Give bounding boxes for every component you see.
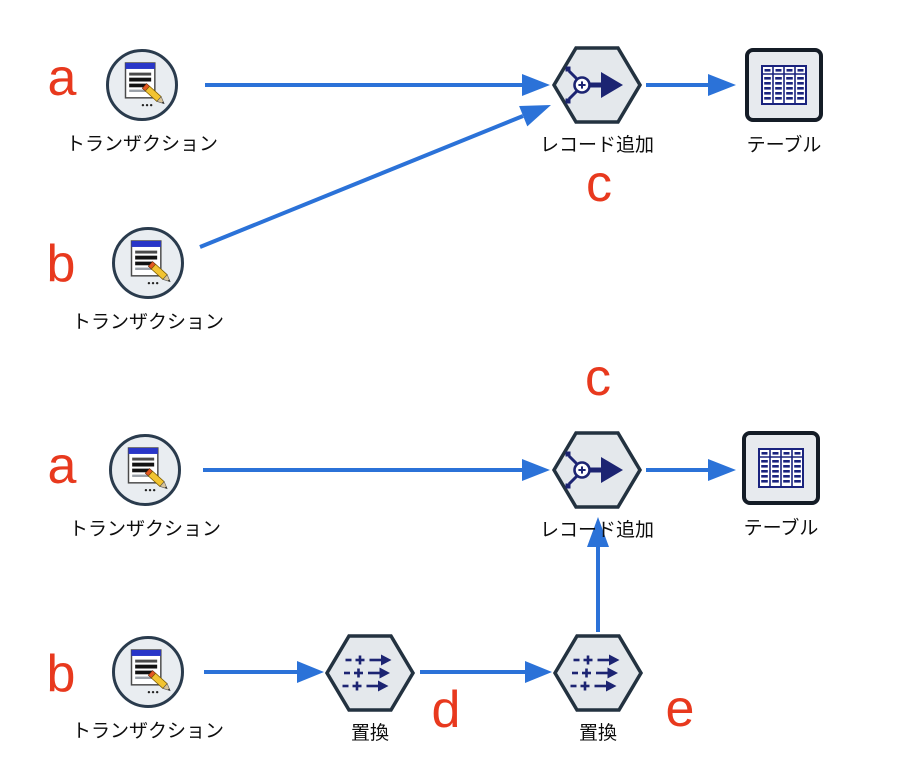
annotation-letter-top-c: c — [586, 155, 612, 213]
annotation-letter-bottom-a: a — [47, 437, 77, 495]
append-node-shape[interactable] — [551, 428, 643, 512]
connector-top-append-to-table — [646, 74, 736, 96]
node-label: トランザクション — [71, 721, 224, 742]
append-records-icon — [565, 451, 623, 489]
node-label: トランザクション — [71, 312, 224, 333]
annotation-letter-bottom-c: c — [585, 349, 611, 407]
node-top-source-a[interactable]: トランザクション — [57, 49, 227, 156]
pencil-icon — [141, 83, 165, 105]
pencil-icon — [147, 670, 171, 692]
connector-bottom-b-to-filler-d — [204, 661, 324, 683]
annotation-letter-top-a: a — [47, 49, 77, 107]
connector-top-b-to-append — [199, 105, 551, 249]
table-node-shape[interactable] — [745, 48, 823, 122]
connector-bottom-a-to-append — [203, 459, 550, 481]
pencil-icon — [144, 468, 168, 490]
node-bottom-source-b[interactable]: トランザクション — [63, 636, 233, 743]
connector-bottom-append-to-table — [646, 459, 736, 481]
node-label: 置換 — [350, 723, 389, 744]
source-node-shape[interactable] — [106, 49, 178, 121]
node-top-append[interactable]: レコード追加 — [517, 43, 677, 157]
document-edit-icon — [124, 62, 165, 107]
document-edit-icon — [130, 649, 171, 694]
connector-bottom-filler-e-to-append — [587, 517, 609, 632]
node-label: テーブル — [746, 135, 822, 156]
source-node-shape[interactable] — [109, 434, 181, 506]
node-top-source-b[interactable]: トランザクション — [63, 227, 233, 334]
table-grid-icon — [761, 65, 807, 105]
table-grid-icon — [758, 448, 804, 488]
document-edit-icon — [130, 240, 171, 285]
node-bottom-table[interactable]: テーブル — [711, 431, 851, 540]
node-label: トランザクション — [68, 519, 221, 540]
connector-top-a-to-append — [205, 74, 550, 96]
node-label: 置換 — [578, 723, 617, 744]
annotation-letter-top-b: b — [46, 235, 76, 293]
node-bottom-filler-e[interactable]: 置換 — [552, 631, 644, 745]
replace-values-icon — [570, 654, 620, 692]
annotation-letter-d: d — [431, 681, 461, 739]
node-bottom-append[interactable]: レコード追加 — [517, 428, 677, 542]
connector-bottom-filler-d-to-filler-e — [420, 661, 552, 683]
node-label: レコード追加 — [539, 520, 654, 541]
filler-node-shape[interactable] — [324, 631, 416, 715]
append-node-shape[interactable] — [551, 43, 643, 127]
node-label: トランザクション — [65, 134, 218, 155]
append-records-icon — [565, 66, 623, 104]
document-edit-icon — [127, 447, 168, 492]
table-node-shape[interactable] — [742, 431, 820, 505]
replace-values-icon — [342, 654, 392, 692]
node-top-table[interactable]: テーブル — [714, 48, 854, 157]
node-label: レコード追加 — [539, 135, 654, 156]
annotation-letter-e: e — [665, 680, 695, 738]
pencil-icon — [147, 261, 171, 283]
node-bottom-filler-d[interactable]: 置換 — [324, 631, 416, 745]
filler-node-shape[interactable] — [552, 631, 644, 715]
annotation-letter-bottom-b: b — [46, 645, 76, 703]
source-node-shape[interactable] — [112, 227, 184, 299]
node-bottom-source-a[interactable]: トランザクション — [60, 434, 230, 541]
node-label: テーブル — [743, 518, 819, 539]
source-node-shape[interactable] — [112, 636, 184, 708]
